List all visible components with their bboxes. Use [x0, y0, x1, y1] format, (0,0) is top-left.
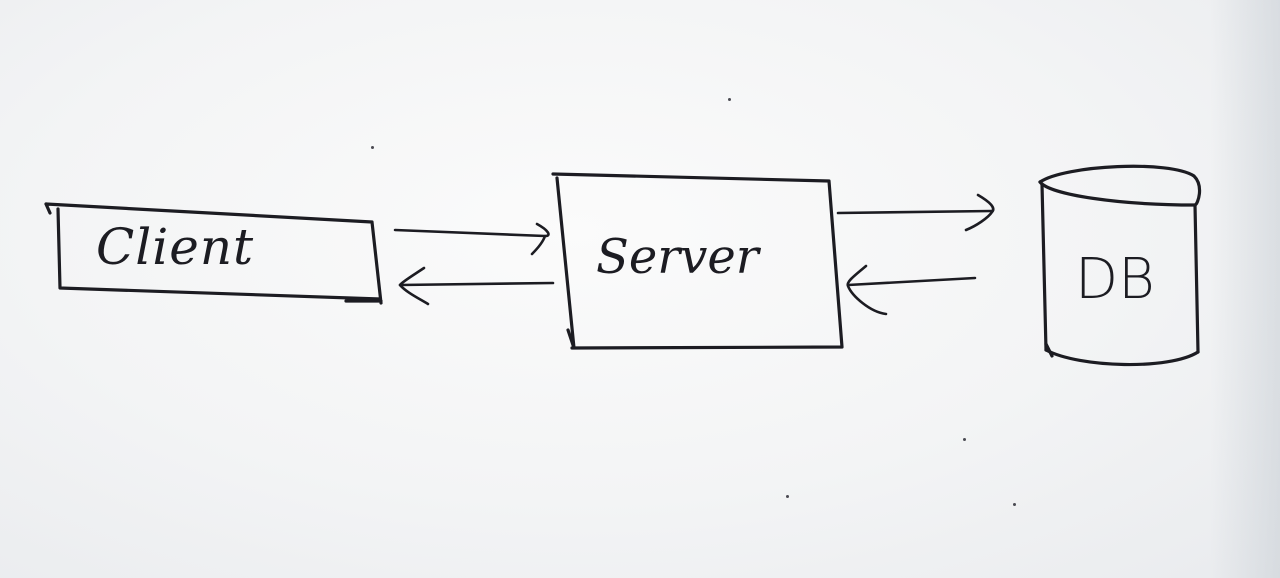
- paper-speck: [371, 146, 374, 149]
- client-label: Client: [96, 218, 255, 276]
- paper-shadow: [1210, 0, 1280, 578]
- paper-speck: [786, 495, 789, 498]
- arrow-client-to-server: [393, 222, 550, 256]
- db-label: DB: [1075, 247, 1155, 312]
- arrow-server-to-db: [836, 193, 995, 232]
- arrow-server-to-client: [398, 266, 555, 306]
- db-cylinder: [1038, 164, 1202, 367]
- server-box: [551, 172, 844, 350]
- client-box: [44, 202, 383, 305]
- arrow-db-to-server: [846, 264, 977, 316]
- paper-speck: [1013, 503, 1016, 506]
- server-label: Server: [596, 229, 759, 285]
- paper-speck: [728, 98, 731, 101]
- paper-speck: [963, 438, 966, 441]
